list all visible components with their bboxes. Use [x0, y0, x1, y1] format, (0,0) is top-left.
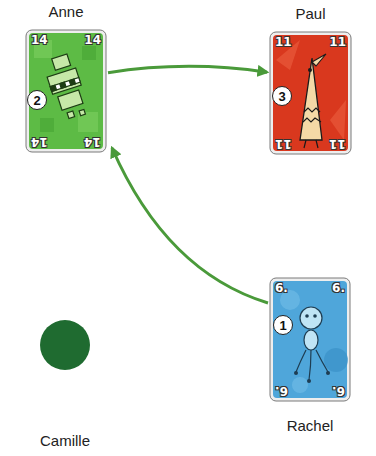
card-value: 6. — [275, 282, 288, 294]
card-value: 14 — [84, 34, 101, 46]
pass-arrow — [112, 148, 268, 303]
pass-arrow — [108, 66, 267, 72]
player-card: Anne141414142 — [26, 30, 106, 152]
card-value: 11 — [275, 36, 292, 48]
callout-number: 1 — [273, 315, 293, 335]
card-value: 14 — [84, 136, 101, 148]
callout-number: 3 — [272, 86, 292, 106]
card-value: 6. — [275, 385, 288, 397]
player-name: Paul — [295, 5, 325, 22]
card-value: 11 — [275, 138, 292, 150]
player-name: Camille — [40, 432, 90, 449]
red-card — [270, 32, 351, 154]
player-name: Rachel — [287, 417, 334, 434]
card-value: 6. — [332, 385, 345, 397]
card-value: 14 — [31, 34, 48, 46]
card-value: 11 — [329, 36, 346, 48]
callout-number: 3 — [278, 90, 285, 103]
player-name: Anne — [48, 3, 83, 20]
green-token — [40, 320, 90, 370]
card-value: 6. — [332, 282, 345, 294]
callout-number: 1 — [279, 319, 286, 332]
callout-number: 2 — [27, 90, 47, 110]
card-value: 11 — [329, 138, 346, 150]
callout-number: 2 — [33, 94, 40, 107]
blue-card — [270, 278, 350, 401]
card-value: 14 — [31, 136, 48, 148]
player-card: Rachel6.6.6.6.1 — [270, 278, 350, 401]
green-card — [26, 30, 106, 152]
player-card: Paul111111113 — [270, 32, 351, 154]
